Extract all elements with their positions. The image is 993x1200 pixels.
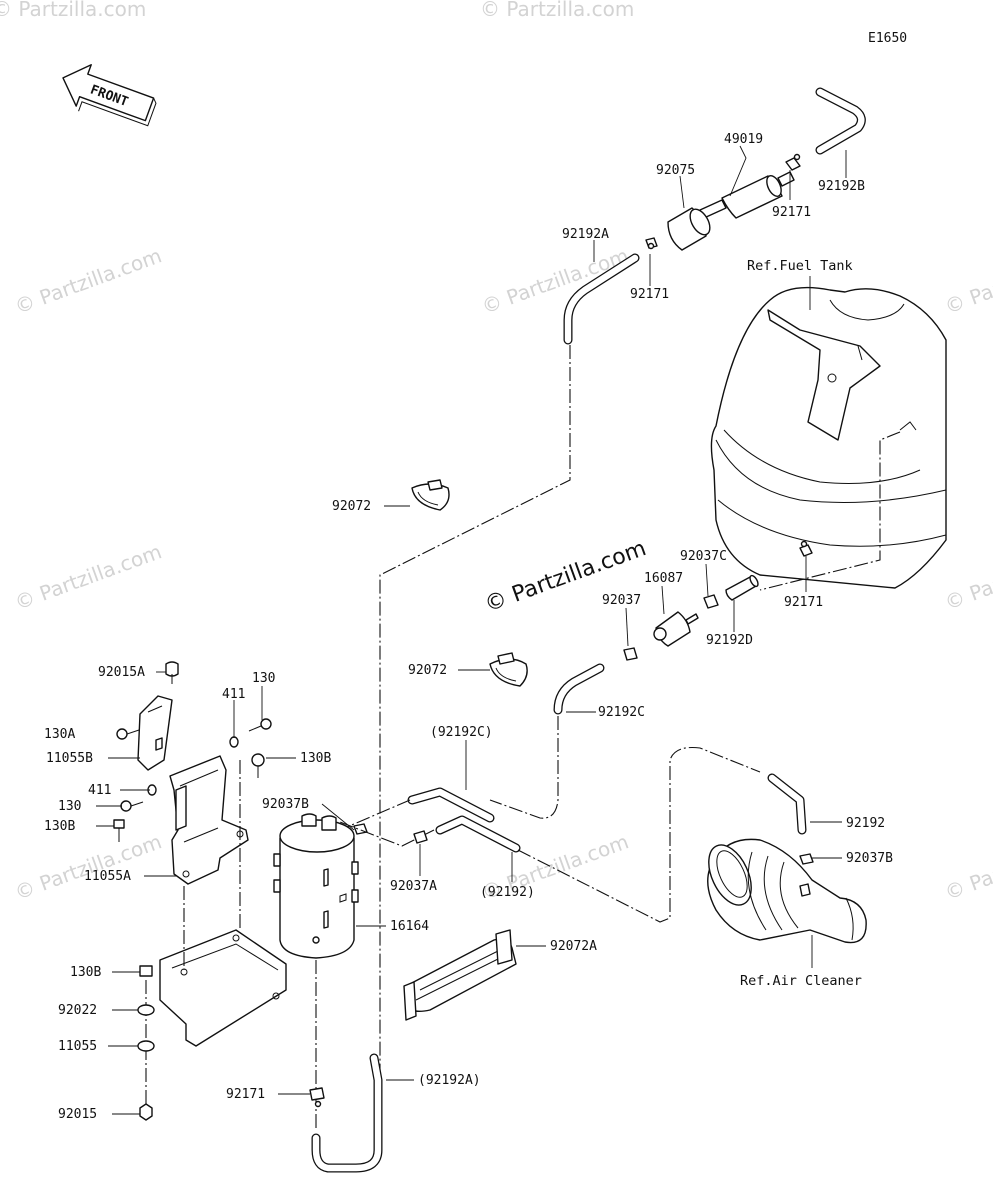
bracket-11055B <box>137 695 173 771</box>
label-49019: 49019 <box>724 132 763 147</box>
bracket-11055 <box>159 929 287 1047</box>
washer-11055 <box>137 1040 155 1052</box>
label-11055B: 11055B <box>46 751 93 766</box>
watermark: © Partzilla.com <box>0 0 146 21</box>
clamp-92037B-left <box>353 823 368 835</box>
clip-92072-mid <box>489 652 528 687</box>
label-130B-mid: 130B <box>44 819 75 834</box>
label-92072A: 92072A <box>550 939 597 954</box>
watermark: © Partzilla.com <box>942 539 993 614</box>
washer-411-top <box>229 736 239 748</box>
label-92037C: 92037C <box>680 549 727 564</box>
bolt-130-top <box>248 718 272 732</box>
clamp-92037A <box>413 830 428 844</box>
label-411-mid: 411 <box>88 783 111 798</box>
hose-92192D <box>725 574 759 601</box>
part-labels: 49019 92075 92192B 92171 92192A 92171 92… <box>44 132 893 1122</box>
clamp-92037 <box>623 647 638 661</box>
air-cleaner-boot <box>707 838 867 944</box>
label-92192B: 92192B <box>818 179 865 194</box>
hose-92192-paren <box>435 815 521 853</box>
label-92037B-left: 92037B <box>262 797 309 812</box>
strap-92072A <box>403 929 517 1021</box>
label-92037: 92037 <box>602 593 641 608</box>
hose-92192A-bottom <box>311 1053 383 1173</box>
diagram-code: E1650 <box>868 31 907 46</box>
watermark: © Partzilla.com <box>942 829 993 904</box>
routing-line <box>517 746 761 923</box>
label-11055A: 11055A <box>84 869 131 884</box>
label-92075: 92075 <box>656 163 695 178</box>
bolt-130-mid <box>120 800 144 812</box>
front-arrow-icon: FRONT <box>62 64 157 127</box>
label-92192-paren: (92192) <box>480 885 535 900</box>
label-92072-top: 92072 <box>332 499 371 514</box>
bolt-130B-mid <box>113 819 125 842</box>
leader-lines <box>96 145 847 1115</box>
label-92192A: 92192A <box>562 227 609 242</box>
washer-92022 <box>137 1004 155 1016</box>
watermark: © Partzilla.com <box>12 829 165 904</box>
filter-holder-92075 <box>667 207 711 251</box>
bolt-130B-bot <box>139 965 153 977</box>
label-130B-top: 130B <box>300 751 331 766</box>
label-92171-bot: 92171 <box>226 1087 265 1102</box>
label-92171-mid: 92171 <box>630 287 669 302</box>
routing-line <box>489 716 559 819</box>
clip-92072-top <box>411 479 450 511</box>
clamp-92037C <box>703 594 719 609</box>
hose-92192 <box>767 773 807 835</box>
label-130-mid: 130 <box>58 799 81 814</box>
bolt-130A <box>116 728 140 740</box>
label-92015: 92015 <box>58 1107 97 1122</box>
label-16087: 16087 <box>644 571 683 586</box>
label-130A: 130A <box>44 727 75 742</box>
hose-92192B <box>815 87 866 155</box>
fuel-tank <box>710 286 947 589</box>
bolt-130B-top <box>251 753 265 778</box>
watermark: © Partzilla.com <box>942 243 993 318</box>
watermark: © Partzilla.com <box>479 243 632 318</box>
watermark: © Partzilla.com <box>12 243 165 318</box>
label-92037B-right: 92037B <box>846 851 893 866</box>
label-411-top: 411 <box>222 687 245 702</box>
label-92015A: 92015A <box>98 665 145 680</box>
routing-line <box>759 431 901 591</box>
nut-92015 <box>139 1103 153 1121</box>
label-16164: 16164 <box>390 919 429 934</box>
label-92192C-paren: (92192C) <box>430 725 493 740</box>
hose-92192C-paren <box>407 787 495 823</box>
clamp-92171-mid <box>645 237 658 250</box>
ref-fuel-tank-label: Ref.Fuel Tank <box>747 258 853 274</box>
hose-92192C <box>553 663 605 715</box>
watermark: © Partzilla.com <box>480 0 634 21</box>
bolt-92015A <box>165 661 179 684</box>
label-92192D: 92192D <box>706 633 753 648</box>
clamp-92037B-right <box>799 853 814 865</box>
label-11055: 11055 <box>58 1039 97 1054</box>
label-92037A: 92037A <box>390 879 437 894</box>
bracket-11055A <box>169 755 249 885</box>
label-92072-mid: 92072 <box>408 663 447 678</box>
label-92171-right: 92171 <box>784 595 823 610</box>
ref-air-cleaner-label: Ref.Air Cleaner <box>740 973 862 989</box>
clamp-92171-right <box>799 540 813 557</box>
label-130-top: 130 <box>252 671 275 686</box>
label-130B-bot: 130B <box>70 965 101 980</box>
label-92192C: 92192C <box>598 705 645 720</box>
routing-line <box>339 799 411 831</box>
routing-line <box>379 345 571 1140</box>
clamp-92171-bottom <box>309 1087 325 1108</box>
label-92171-top: 92171 <box>772 205 811 220</box>
clamp-92171-top <box>785 153 801 171</box>
canister-16164 <box>273 813 359 959</box>
label-92192: 92192 <box>846 816 885 831</box>
hose-92192A-top <box>563 253 640 345</box>
label-92192A-paren: (92192A) <box>418 1073 481 1088</box>
label-92022: 92022 <box>58 1003 97 1018</box>
valve-16087 <box>653 611 699 647</box>
watermark: © Partzilla.com <box>12 539 165 614</box>
